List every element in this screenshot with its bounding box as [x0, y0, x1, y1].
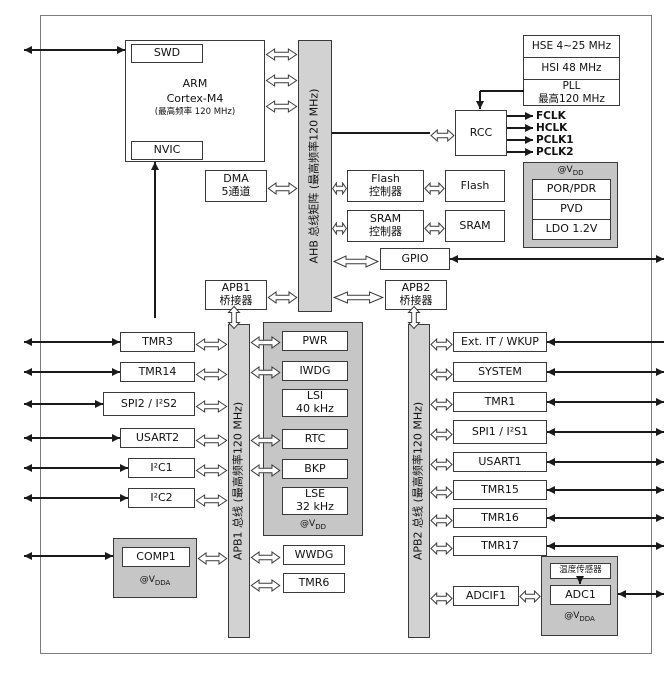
- block-tmr16: TMR16: [453, 508, 547, 528]
- apb1-bus-label: APB1 总线 (最高频率120 MHz): [231, 401, 245, 561]
- vdd-sub: DD: [572, 168, 584, 177]
- apb1-bridge-line1: APB1: [221, 281, 251, 295]
- block-tmr1: TMR1: [453, 392, 547, 412]
- lse-line2: 32 kHz: [296, 500, 334, 513]
- block-comp1: COMP1: [122, 547, 190, 567]
- block-adcif1: ADCIF1: [453, 586, 519, 606]
- block-sram-controller: SRAM 控制器: [347, 210, 424, 242]
- label-hclk: HCLK: [536, 122, 568, 134]
- block-nvic: NVIC: [131, 141, 203, 160]
- sram-ctrl-line2: 控制器: [369, 225, 402, 238]
- diagram-border: [40, 15, 652, 654]
- cortex-label: ARM Cortex-M4 (最高频率 120 MHz): [126, 77, 264, 118]
- block-por-pdr: POR/PDR: [532, 179, 611, 200]
- block-usart2: USART2: [120, 428, 195, 448]
- block-tmr14: TMR14: [120, 362, 195, 382]
- lsi-line1: LSI: [306, 389, 324, 403]
- cortex-label-line3: (最高频率 120 MHz): [154, 106, 236, 117]
- vdd-prefix: @V: [557, 165, 573, 175]
- vdda-label-adc: @VDDA: [542, 611, 617, 623]
- block-tmr3: TMR3: [120, 332, 195, 352]
- pll-freq-label: 最高120 MHz: [538, 92, 605, 105]
- block-tmr15: TMR15: [453, 480, 547, 500]
- dma-channels-label: 5通道: [221, 185, 251, 198]
- vdd-label: @VDD: [524, 165, 617, 177]
- lsi-line2: 40 kHz: [296, 402, 334, 415]
- block-pvd: PVD: [532, 199, 611, 220]
- vdd-prefix-backup: @V: [300, 519, 316, 529]
- apb1-bridge-line2: 桥接器: [219, 294, 253, 307]
- block-pwr: PWR: [282, 331, 348, 351]
- ahb-bus-label: AHB 总线矩阵 (最高频率120 MHz): [307, 88, 321, 264]
- block-iwdg: IWDG: [282, 361, 348, 381]
- apb2-bridge-line2: 桥接器: [399, 294, 433, 307]
- label-fclk: FCLK: [536, 110, 566, 122]
- block-cortex-m4: SWD NVIC ARM Cortex-M4 (最高频率 120 MHz): [125, 40, 265, 162]
- flash-ctrl-line1: Flash: [371, 172, 400, 186]
- block-ldo: LDO 1.2V: [532, 219, 611, 240]
- comp-domain-box: COMP1 @VDDA: [113, 538, 197, 598]
- block-tmr17: TMR17: [453, 536, 547, 556]
- pll-label: PLL: [562, 80, 581, 93]
- ahb-bus-matrix: AHB 总线矩阵 (最高频率120 MHz): [298, 40, 332, 312]
- dma-label: DMA: [223, 172, 249, 186]
- cortex-label-line1: ARM: [182, 77, 208, 90]
- block-gpio: GPIO: [380, 248, 450, 270]
- label-pclk2: PCLK2: [536, 146, 574, 158]
- block-sram: SRAM: [445, 210, 505, 242]
- vdda-sub-comp: DDA: [154, 578, 171, 587]
- block-pll: PLL 最高120 MHz: [523, 79, 620, 106]
- apb2-bus-label: APB2 总线 (最高频率120 MHz): [411, 401, 425, 561]
- block-tmr6: TMR6: [283, 573, 345, 593]
- apb2-bridge-line1: APB2: [401, 281, 431, 295]
- block-bkp: BKP: [282, 459, 348, 479]
- block-hse: HSE 4~25 MHz: [523, 35, 620, 58]
- block-flash: Flash: [445, 170, 505, 202]
- vdda-sub-adc: DDA: [579, 614, 595, 623]
- block-rtc: RTC: [282, 429, 348, 449]
- lse-line1: LSE: [304, 487, 326, 501]
- vdd-label-backup: @VDD: [264, 519, 362, 531]
- block-wwdg: WWDG: [283, 545, 345, 565]
- sram-ctrl-line1: SRAM: [369, 212, 402, 226]
- vdda-prefix-comp: @V: [139, 575, 155, 585]
- apb1-bus: APB1 总线 (最高频率120 MHz): [228, 324, 250, 638]
- label-pclk1: PCLK1: [536, 134, 574, 146]
- block-lsi: LSI 40 kHz: [282, 389, 348, 417]
- block-apb1-bridge: APB1 桥接器: [205, 280, 267, 310]
- power-domain-box: @VDD POR/PDR PVD LDO 1.2V: [523, 162, 618, 248]
- block-spi1-i2s1: SPI1 / I²S1: [453, 420, 547, 444]
- flash-ctrl-line2: 控制器: [369, 185, 402, 198]
- apb2-bus: APB2 总线 (最高频率120 MHz): [408, 324, 430, 638]
- vdda-prefix-adc: @V: [564, 611, 580, 621]
- block-system: SYSTEM: [453, 362, 547, 382]
- block-dma: DMA 5通道: [205, 170, 267, 202]
- block-swd: SWD: [131, 44, 203, 63]
- block-i2c2: I²C2: [128, 488, 195, 508]
- block-adc1: ADC1: [550, 585, 611, 605]
- cortex-label-line2: Cortex-M4: [166, 91, 224, 105]
- block-temp-sensor: 温度传感器: [550, 563, 611, 579]
- block-lse: LSE 32 kHz: [282, 487, 348, 515]
- block-apb2-bridge: APB2 桥接器: [385, 280, 447, 310]
- adc-domain-box: 温度传感器 ADC1 @VDDA: [541, 556, 618, 636]
- block-i2c1: I²C1: [128, 458, 195, 478]
- block-flash-controller: Flash 控制器: [347, 170, 424, 202]
- block-hsi: HSI 48 MHz: [523, 57, 620, 80]
- vdd-sub-backup: DD: [315, 522, 326, 531]
- vdda-label-comp: @VDDA: [114, 575, 196, 587]
- backup-domain-box: PWR IWDG LSI 40 kHz RTC BKP LSE 32 kHz @…: [263, 322, 363, 536]
- block-spi2-i2s2: SPI2 / I²S2: [103, 392, 195, 416]
- block-rcc: RCC: [455, 110, 507, 156]
- block-ext-it-wkup: Ext. IT / WKUP: [453, 332, 547, 352]
- block-usart1: USART1: [453, 452, 547, 472]
